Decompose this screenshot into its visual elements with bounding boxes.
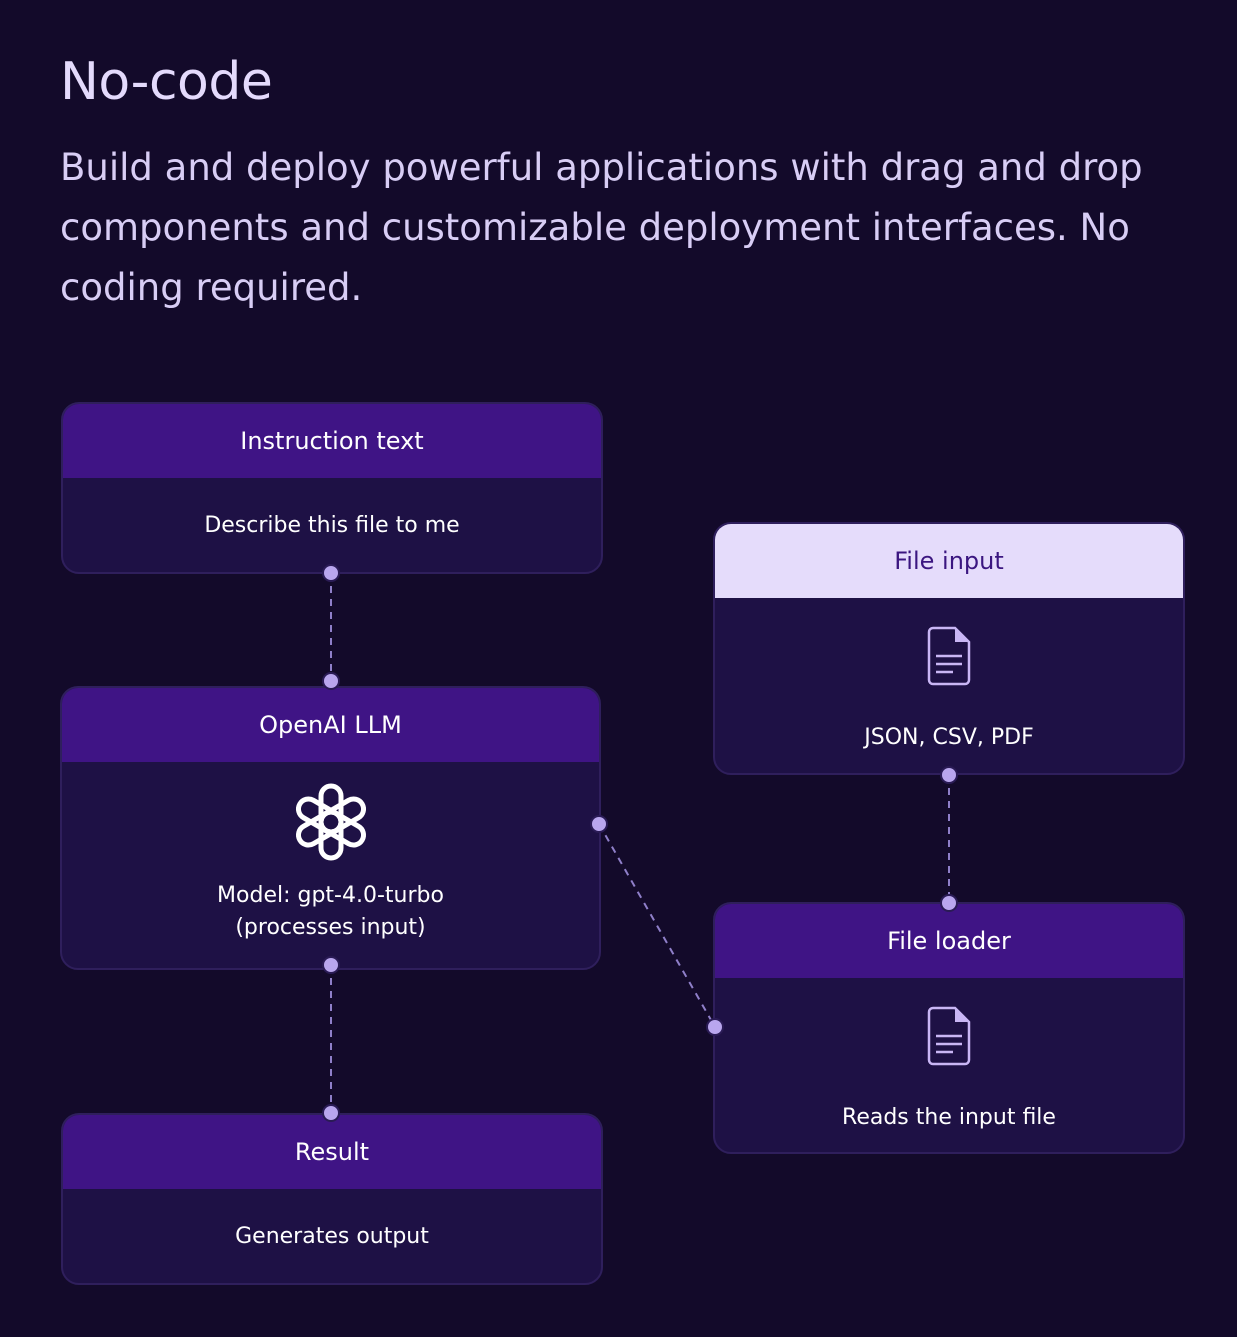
connector-llm-fileloader bbox=[598, 823, 716, 1028]
node-result-value: Generates output bbox=[235, 1224, 429, 1249]
openai-logo-icon bbox=[295, 783, 366, 861]
port-instruction-out[interactable] bbox=[322, 564, 340, 582]
port-fileloader-left[interactable] bbox=[706, 1018, 724, 1036]
document-icon bbox=[927, 1006, 971, 1066]
node-result[interactable]: Result Generates output bbox=[61, 1113, 603, 1285]
node-openai-llm-desc: (processes input) bbox=[235, 915, 426, 940]
node-openai-llm-model: Model: gpt-4.0-turbo bbox=[217, 883, 444, 908]
node-file-loader-title: File loader bbox=[715, 904, 1183, 978]
node-file-input-title: File input bbox=[715, 524, 1183, 598]
port-llm-out[interactable] bbox=[322, 956, 340, 974]
page-description: Build and deploy powerful applications w… bbox=[60, 146, 1143, 309]
port-llm-right[interactable] bbox=[590, 815, 608, 833]
node-openai-llm[interactable]: OpenAI LLM Model: gpt-4.0-turbo (process… bbox=[60, 686, 601, 970]
port-llm-in[interactable] bbox=[322, 672, 340, 690]
node-file-loader-desc: Reads the input file bbox=[842, 1105, 1056, 1130]
port-fileinput-out[interactable] bbox=[940, 766, 958, 784]
node-file-loader[interactable]: File loader Reads the input file bbox=[713, 902, 1185, 1154]
node-result-title: Result bbox=[63, 1115, 601, 1189]
node-instruction-text[interactable]: Instruction text Describe this file to m… bbox=[61, 402, 603, 574]
node-openai-llm-title: OpenAI LLM bbox=[62, 688, 599, 762]
page-title: No-code bbox=[60, 52, 273, 112]
port-result-in[interactable] bbox=[322, 1104, 340, 1122]
node-file-input[interactable]: File input JSON, CSV, PDF bbox=[713, 522, 1185, 775]
node-file-input-types: JSON, CSV, PDF bbox=[864, 725, 1034, 750]
node-instruction-text-value: Describe this file to me bbox=[204, 513, 460, 538]
port-fileloader-in[interactable] bbox=[940, 894, 958, 912]
node-instruction-text-title: Instruction text bbox=[63, 404, 601, 478]
document-icon bbox=[927, 626, 971, 686]
